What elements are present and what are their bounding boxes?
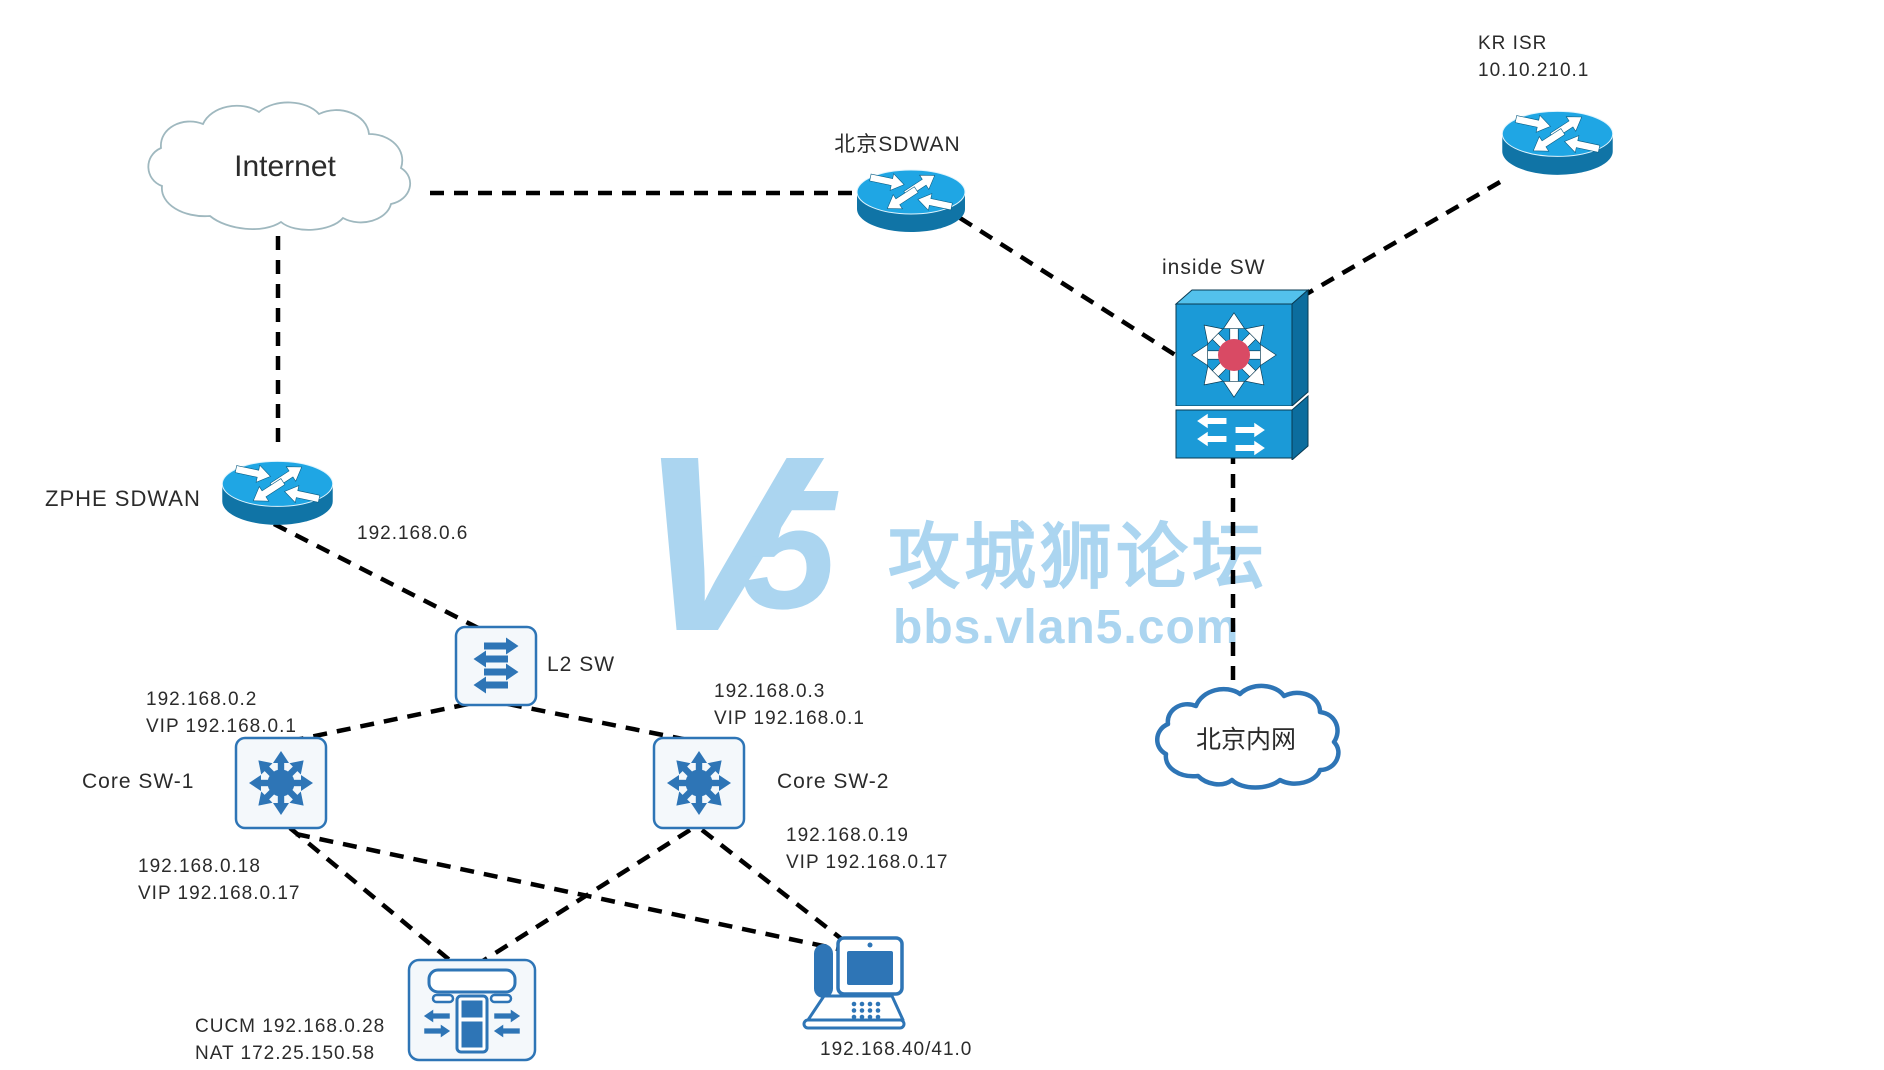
link-l2-sw-to-core-sw1: [285, 701, 469, 745]
ip-phone-label: 192.168.40/41.0: [820, 1039, 973, 1060]
cucm-server-icon: [407, 958, 537, 1062]
cucm-labels: CUCM 192.168.0.28 NAT 172.25.150.58: [195, 1013, 385, 1067]
zphe-link-ip: 192.168.0.6: [357, 523, 469, 544]
router-icon: [221, 459, 334, 525]
cucm-ip-line: CUCM 192.168.0.28: [195, 1016, 386, 1037]
link-core-sw1-to-ip-phone: [295, 831, 843, 953]
link-core-sw1-to-cucm: [288, 826, 454, 964]
core-sw2-icon: [652, 736, 746, 830]
core-sw1-ip: 192.168.0.2: [146, 689, 258, 710]
core-sw1-ip-lower: 192.168.0.18: [138, 856, 261, 877]
ip-phone-icon: [798, 936, 910, 1032]
watermark-title: 攻城狮论坛: [888, 518, 1269, 598]
beijing-sdwan-router: [845, 156, 977, 236]
core-sw2-ip-lower: 192.168.0.19: [786, 825, 909, 846]
l2-sw-label: L2 SW: [547, 653, 616, 676]
link-core-sw2-to-cucm: [476, 828, 692, 966]
multilayer-switch-icon: [652, 736, 746, 830]
link-l2-sw-to-core-sw2: [507, 701, 699, 745]
core-sw1-upper-ips: 192.168.0.2 VIP 192.168.0.1: [146, 686, 297, 740]
zphe-sdwan-router: [210, 446, 345, 530]
multilayer-switch-icon: [234, 736, 328, 830]
core-sw2-upper-ips: 192.168.0.3 VIP 192.168.0.1: [714, 678, 865, 732]
ip-phone-glyph: [802, 936, 906, 1030]
cucm-icon: [407, 958, 537, 1062]
beijing-intranet-cloud: 北京内网: [1150, 678, 1342, 796]
beijing-intranet-label: 北京内网: [1195, 726, 1296, 754]
internet-label: Internet: [234, 150, 336, 183]
router-icon: [856, 167, 966, 232]
internet-cloud: Internet: [135, 98, 435, 243]
link-kr-isr-to-inside-sw: [1294, 180, 1502, 302]
kr-isr-name: KR ISR: [1478, 33, 1548, 54]
l2-sw-icon: [454, 625, 538, 707]
core-sw2-vip-lower: VIP 192.168.0.17: [786, 852, 949, 873]
zphe-sdwan-label: ZPHE SDWAN: [45, 486, 201, 511]
beijing-sdwan-label: 北京SDWAN: [834, 133, 961, 156]
core-sw1-vip: VIP 192.168.0.1: [146, 716, 297, 737]
kr-isr-ip: 10.10.210.1: [1478, 60, 1590, 81]
kr-isr-labels: KR ISR 10.10.210.1: [1478, 30, 1589, 84]
core-sw2-lower-ips: 192.168.0.19 VIP 192.168.0.17: [786, 822, 949, 876]
link-zphe-sdwan-to-l2-sw: [272, 521, 484, 633]
cucm-nat-line: NAT 172.25.150.58: [195, 1043, 376, 1064]
core-sw1-icon: [234, 736, 328, 830]
inside-sw-stack: [1172, 288, 1310, 460]
inside-sw-label: inside SW: [1162, 256, 1266, 279]
router-icon: [1501, 109, 1614, 175]
watermark-5-logo: 5: [742, 455, 837, 645]
layer3-switch-stack-icon: [1174, 288, 1310, 460]
core-sw2-ip: 192.168.0.3: [714, 681, 826, 702]
cloud-icon: [147, 101, 412, 231]
kr-isr-router: [1490, 96, 1625, 180]
core-sw2-vip: VIP 192.168.0.1: [714, 708, 865, 729]
core-sw1-lower-ips: 192.168.0.18 VIP 192.168.0.17: [138, 853, 301, 907]
core-sw1-vip-lower: VIP 192.168.0.17: [138, 883, 301, 904]
core-sw1-label: Core SW-1: [82, 770, 195, 793]
link-core-sw2-to-ip-phone: [700, 828, 850, 946]
layer2-switch-icon: [454, 625, 538, 707]
core-sw2-label: Core SW-2: [777, 770, 890, 793]
link-beijing-sdwan-to-inside-sw: [958, 216, 1182, 360]
watermark-site: bbs.vlan5.com: [893, 601, 1240, 654]
cloud-icon: [1155, 683, 1341, 790]
